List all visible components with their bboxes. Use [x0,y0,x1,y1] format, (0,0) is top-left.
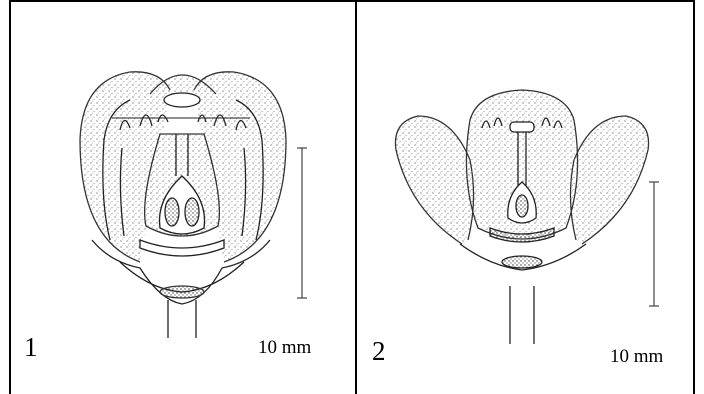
panel-label-2: 2 [372,338,386,365]
scale-bar-1 [297,148,307,298]
scale-label-1: 10 mm [258,338,311,357]
scale-bar-2 [649,182,659,306]
flower-1-drawing [80,72,286,338]
scale-label-2: 10 mm [610,347,663,366]
flower-2-drawing [395,90,648,344]
panel-label-1: 1 [24,334,38,361]
